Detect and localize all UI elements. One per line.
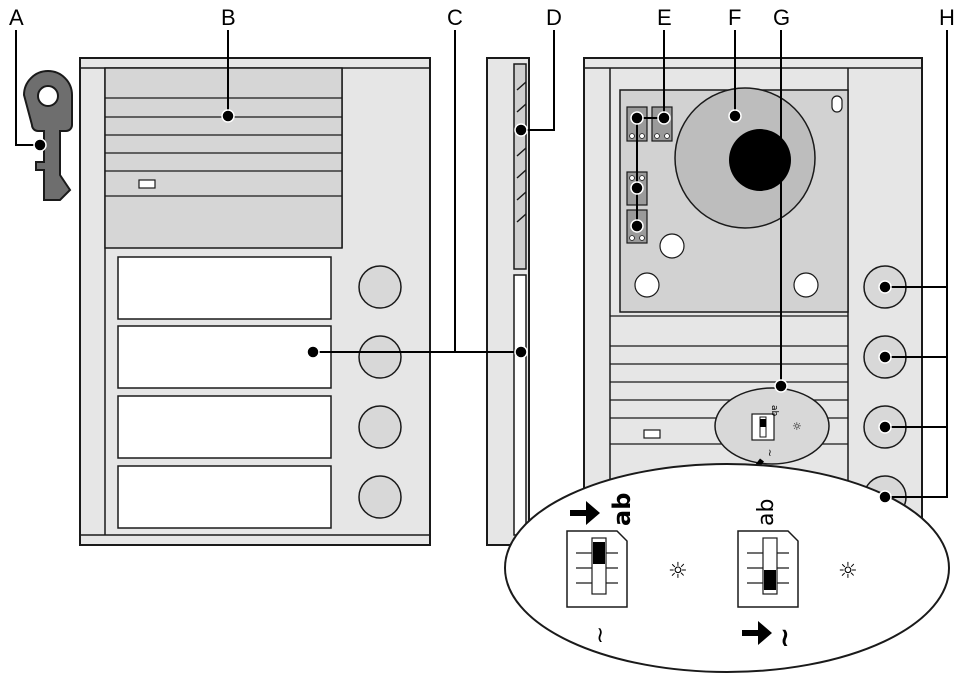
dip-switch — [737, 530, 799, 608]
speaker-grille — [104, 67, 343, 249]
switch-detail-large: ☼ ab ≀ ☼ ab ≀ — [504, 463, 950, 673]
front-panel — [79, 57, 431, 546]
wave-symbol-icon: ≀ — [780, 623, 790, 653]
arrow-right-icon — [742, 621, 772, 645]
name-plate — [117, 256, 332, 320]
label-d: D — [546, 5, 562, 30]
callout-lines — [15, 30, 948, 498]
label-f: F — [728, 5, 741, 30]
name-plate — [117, 465, 332, 529]
label-c: C — [447, 5, 463, 30]
arrow-right-icon — [570, 501, 600, 525]
svg-text:≀: ≀ — [768, 448, 772, 459]
dip-switch — [566, 530, 628, 608]
tone-symbol-icon: ab — [754, 499, 779, 526]
switch-detail-small: ☼ ab ≀ — [714, 387, 830, 465]
name-plate — [117, 325, 332, 389]
name-plate — [117, 395, 332, 459]
side-profile — [486, 57, 530, 546]
svg-text:ab: ab — [769, 405, 779, 417]
bell-button — [358, 405, 402, 449]
label-g: G — [773, 5, 790, 30]
sun-icon: ☼ — [838, 559, 858, 584]
bell-button — [358, 475, 402, 519]
sun-icon: ☼ — [668, 559, 688, 584]
callout-markers — [33, 109, 892, 504]
label-h: H — [939, 5, 955, 30]
key-icon — [22, 70, 73, 201]
label-a: A — [9, 5, 24, 30]
tone-symbol-icon: ab — [608, 493, 636, 526]
svg-text:☼: ☼ — [792, 420, 802, 433]
label-e: E — [657, 5, 672, 30]
wave-symbol-icon: ≀ — [596, 623, 604, 648]
bell-button — [358, 265, 402, 309]
bell-button — [358, 335, 402, 379]
label-b: B — [221, 5, 236, 30]
